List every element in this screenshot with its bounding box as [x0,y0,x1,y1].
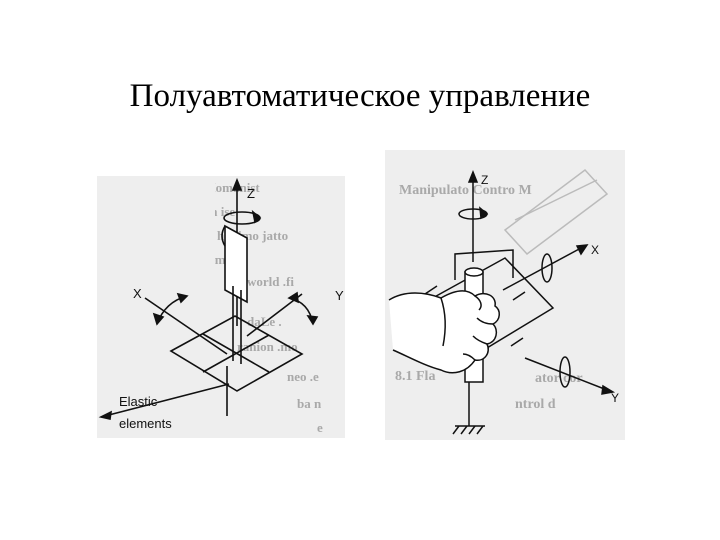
elastic-label-line1: Elastic [119,394,158,409]
svg-text:8.1 Fla: 8.1 Fla [395,369,435,384]
left-axis-z-label: Z [247,186,255,201]
joystick-elastic-drawing: Aniqueid . 3.4 Homanist e. thin variatio… [97,176,344,438]
joystick-elastic-diagram: Aniqueid . 3.4 Homanist e. thin variatio… [97,176,345,438]
left-axis-y-label: Y [335,288,344,303]
svg-text:ator cor: ator cor [535,371,583,386]
elastic-label-line2: elements [119,416,172,431]
svg-text:ba n: ba n [297,396,322,411]
svg-text:neo .e: neo .e [287,369,319,384]
right-axis-z-label: Z [481,173,488,187]
svg-text:e: e [317,420,323,435]
right-axis-x-label: X [591,243,599,257]
hand-control-drawing: Manipulato Contro M 8.1 Fla ator cor ntr… [388,168,619,435]
svg-text:world .fi: world .fi [247,274,294,289]
hand-control-diagram: Manipulato Contro M 8.1 Fla ator cor ntr… [385,150,625,440]
slide-title: Полуавтоматическое управление [129,78,591,114]
svg-text:Manipulato Contro M: Manipulato Contro M [399,183,532,198]
right-axis-y-label: Y [611,391,619,405]
svg-text:ntrol d: ntrol d [515,397,556,412]
left-axis-x-label: X [133,286,142,301]
svg-text:daLe .: daLe . [247,314,282,329]
